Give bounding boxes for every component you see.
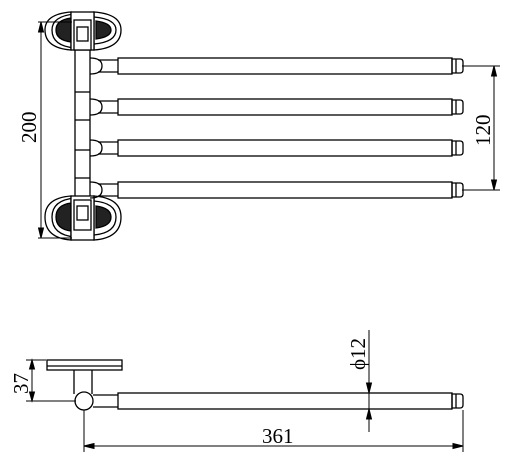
swivel-knob: [74, 391, 94, 411]
bottom-wall-mount: [44, 195, 122, 241]
front-view: 200 120: [17, 11, 500, 241]
dim-37: [26, 358, 76, 403]
dim-phi12: [365, 330, 373, 432]
dim-361: [83, 410, 464, 452]
dim-200: [37, 21, 72, 239]
dim-phi12-label: ϕ12: [346, 338, 370, 370]
towel-bar: [89, 98, 464, 116]
towel-bar: [89, 181, 464, 199]
mounting-plate: [46, 359, 123, 394]
side-view: 37 ϕ12 361: [9, 330, 464, 452]
towel-bar: [89, 57, 464, 75]
towel-bars: [89, 57, 464, 199]
dim-37-label: 37: [9, 373, 33, 394]
top-wall-mount: [44, 11, 122, 51]
dim-120: [462, 65, 500, 191]
vertical-post: [74, 50, 91, 196]
dim-200-label: 200: [17, 112, 41, 144]
side-bar: [93, 392, 464, 410]
dim-361-label: 361: [262, 424, 294, 448]
towel-bar: [89, 139, 464, 157]
dim-120-label: 120: [471, 115, 495, 147]
